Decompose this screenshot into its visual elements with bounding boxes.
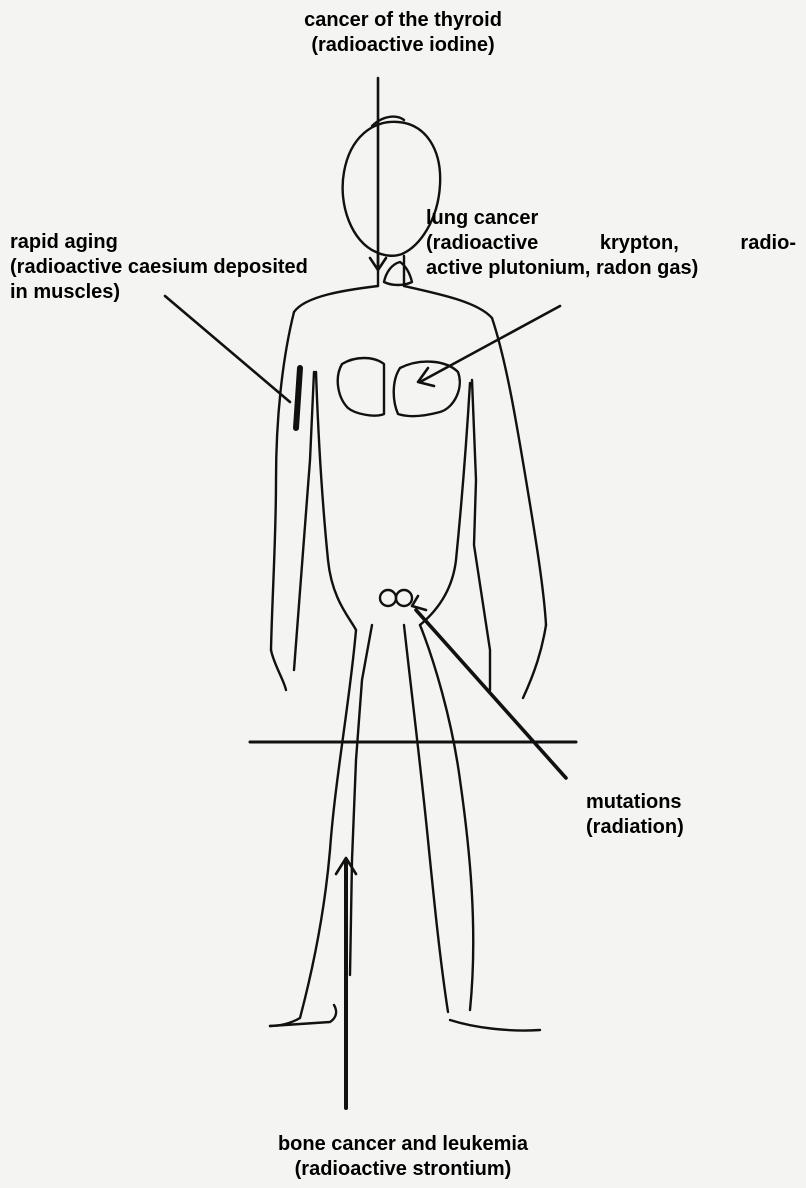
mutations-arrowhead bbox=[412, 596, 426, 610]
thyroid-label-line2: (radioactive iodine) bbox=[0, 33, 806, 58]
bone-label-line2: (radioactive strontium) bbox=[0, 1157, 806, 1182]
thyroid-label-line1: cancer of the thyroid bbox=[0, 8, 806, 33]
right-leg-outer bbox=[420, 625, 473, 1010]
aging-label-line3: in muscles) bbox=[10, 280, 308, 305]
gonad-right bbox=[396, 590, 412, 606]
mutations-label-line1: mutations bbox=[586, 790, 684, 815]
muscle-shading bbox=[296, 368, 300, 428]
right-foot bbox=[450, 1020, 540, 1031]
left-arm-outer bbox=[271, 312, 294, 650]
mutations-label: mutations (radiation) bbox=[586, 790, 684, 840]
left-hand bbox=[271, 650, 286, 690]
lung-label-word: krypton, bbox=[600, 231, 679, 256]
lung-cancer-label: lung cancer (radioactive krypton, radio-… bbox=[426, 206, 796, 281]
mutations-label-line2: (radiation) bbox=[586, 815, 684, 840]
thyroid bbox=[384, 262, 412, 285]
lung-label-line1: lung cancer bbox=[426, 206, 796, 231]
right-arm-outer bbox=[492, 318, 546, 625]
lung-label-line3: active plutonium, radon gas) bbox=[426, 256, 796, 281]
lung-label-word: radio- bbox=[740, 231, 796, 256]
thyroid-cancer-label: cancer of the thyroid (radioactive iodin… bbox=[0, 8, 806, 58]
left-lung bbox=[338, 358, 384, 416]
rapid-aging-label: rapid aging (radioactive caesium deposit… bbox=[10, 230, 308, 305]
bone-label-line1: bone cancer and leukemia bbox=[0, 1132, 806, 1157]
torso-right bbox=[420, 383, 470, 625]
lung-label-line2: (radioactive krypton, radio- bbox=[426, 231, 796, 256]
right-arm-inner bbox=[472, 380, 490, 690]
right-leg-inner bbox=[404, 625, 448, 1012]
aging-label-line2: (radioactive caesium deposited bbox=[10, 255, 308, 280]
right-hand bbox=[523, 625, 546, 698]
aging-pointer-line bbox=[165, 296, 290, 402]
bone-cancer-label: bone cancer and leukemia (radioactive st… bbox=[0, 1132, 806, 1182]
lung-label-word: (radioactive bbox=[426, 231, 538, 256]
gonad-left bbox=[380, 590, 396, 606]
left-leg-outer bbox=[270, 630, 356, 1026]
right-shoulder bbox=[404, 286, 492, 318]
aging-label-line1: rapid aging bbox=[10, 230, 308, 255]
left-leg-inner bbox=[350, 625, 372, 975]
